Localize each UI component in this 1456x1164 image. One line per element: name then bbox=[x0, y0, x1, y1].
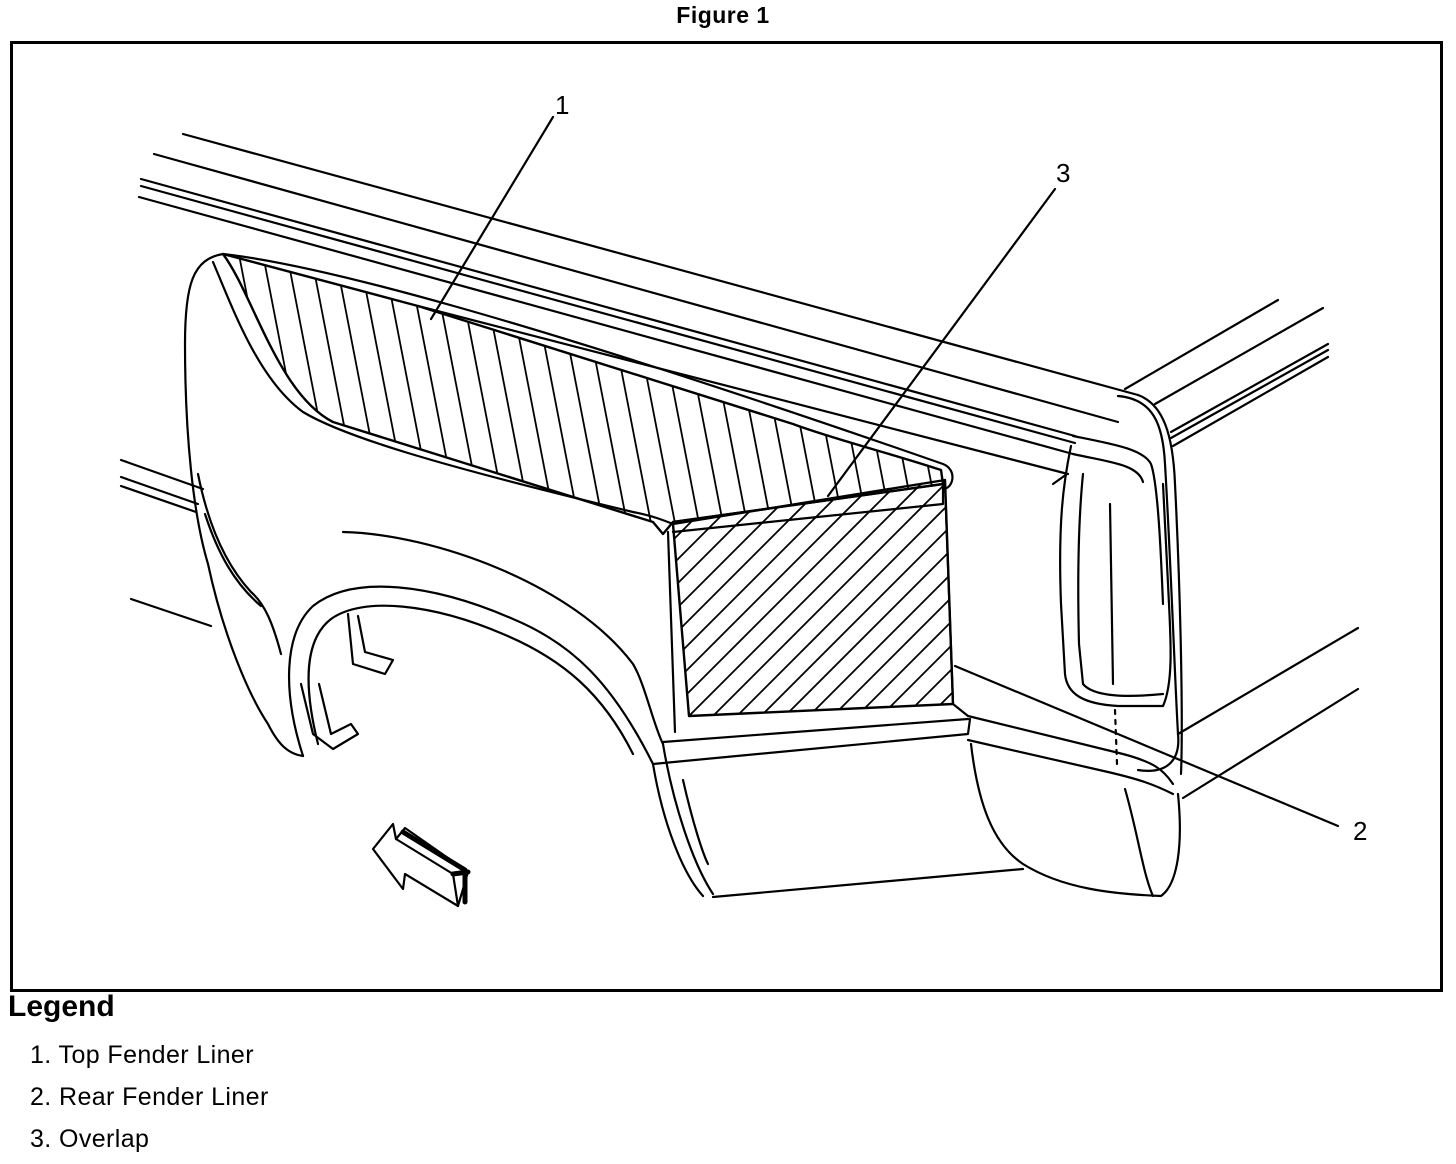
hatch-line bbox=[253, 464, 533, 744]
hatch-line bbox=[673, 480, 870, 716]
hatch-line bbox=[618, 254, 680, 534]
hatch-line bbox=[642, 254, 704, 534]
hatch-line bbox=[570, 254, 632, 534]
hatch-line bbox=[930, 254, 943, 534]
top-fender-liner bbox=[221, 252, 945, 536]
hatch-line bbox=[354, 254, 416, 534]
bed-top-rails bbox=[137, 132, 1140, 476]
figure-frame: 1 2 3 bbox=[10, 41, 1443, 992]
figure-title: Figure 1 bbox=[676, 2, 770, 28]
top-liner-hatching bbox=[223, 234, 1015, 544]
rear-bumper bbox=[711, 714, 1181, 899]
hatch-line bbox=[673, 480, 726, 716]
rear-liner-hatching bbox=[253, 464, 1253, 744]
hatch-line bbox=[673, 480, 798, 716]
cab-side-left bbox=[119, 458, 213, 628]
hatch-line bbox=[858, 254, 920, 534]
hatch-line bbox=[906, 254, 943, 534]
hatch-line bbox=[852, 480, 953, 716]
wheel-opening bbox=[287, 585, 655, 766]
hatch-line bbox=[762, 254, 824, 534]
rear-corner-cap bbox=[1051, 393, 1183, 776]
direction-arrow-icon bbox=[371, 822, 471, 908]
legend-item-rear-fender-liner: 2. Rear Fender Liner bbox=[30, 1083, 269, 1111]
fender-liner-illustration: 1 2 3 bbox=[119, 90, 1367, 908]
leader-lines bbox=[429, 115, 1340, 828]
callout-2: 2 bbox=[1353, 816, 1367, 846]
hatch-line bbox=[673, 480, 822, 716]
leader-line-2 bbox=[953, 664, 1340, 828]
bed-side-far bbox=[1123, 298, 1360, 800]
legend-title: Legend bbox=[8, 990, 115, 1023]
hatch-line bbox=[876, 480, 953, 716]
hatch-line bbox=[673, 480, 678, 716]
overlap-band bbox=[671, 482, 945, 534]
hatch-line bbox=[673, 480, 894, 716]
legend-item-top-fender-liner: 1. Top Fender Liner bbox=[30, 1041, 254, 1069]
hatch-line bbox=[828, 480, 953, 716]
hatch-line bbox=[708, 480, 953, 716]
hatch-line bbox=[426, 254, 488, 534]
hatch-line bbox=[756, 480, 953, 716]
hatch-line bbox=[234, 254, 296, 534]
hatch-line bbox=[900, 480, 953, 716]
hatch-line bbox=[378, 254, 440, 534]
hatch-line bbox=[277, 464, 557, 744]
leader-line-3 bbox=[826, 187, 1057, 498]
hatch-line bbox=[804, 480, 953, 716]
hatch-line bbox=[594, 254, 656, 534]
hatch-line bbox=[673, 480, 702, 716]
hatch-line bbox=[780, 480, 953, 716]
hatch-line bbox=[325, 464, 605, 744]
callout-1: 1 bbox=[555, 90, 569, 120]
hatch-line bbox=[684, 480, 953, 716]
rear-fender-liner bbox=[671, 478, 955, 718]
hatch-line bbox=[738, 254, 800, 534]
hatch-line bbox=[673, 480, 774, 716]
hatch-line bbox=[349, 464, 629, 744]
leader-line-1 bbox=[429, 115, 555, 321]
callout-3: 3 bbox=[1056, 158, 1070, 188]
hatch-line bbox=[732, 480, 953, 716]
hatch-line bbox=[973, 464, 1253, 744]
legend-list: 1. Top Fender Liner 2. Rear Fender Liner… bbox=[30, 1038, 269, 1164]
hatch-line bbox=[282, 254, 344, 534]
hatch-line bbox=[258, 254, 320, 534]
hatch-line bbox=[301, 464, 581, 744]
hatch-line bbox=[673, 480, 846, 716]
hatch-line bbox=[673, 480, 942, 716]
hatch-line bbox=[955, 234, 1015, 544]
legend-item-overlap: 3. Overlap bbox=[30, 1125, 150, 1153]
fender-body bbox=[183, 252, 972, 898]
tail-lamp bbox=[1059, 444, 1172, 766]
hatch-line bbox=[882, 254, 943, 534]
